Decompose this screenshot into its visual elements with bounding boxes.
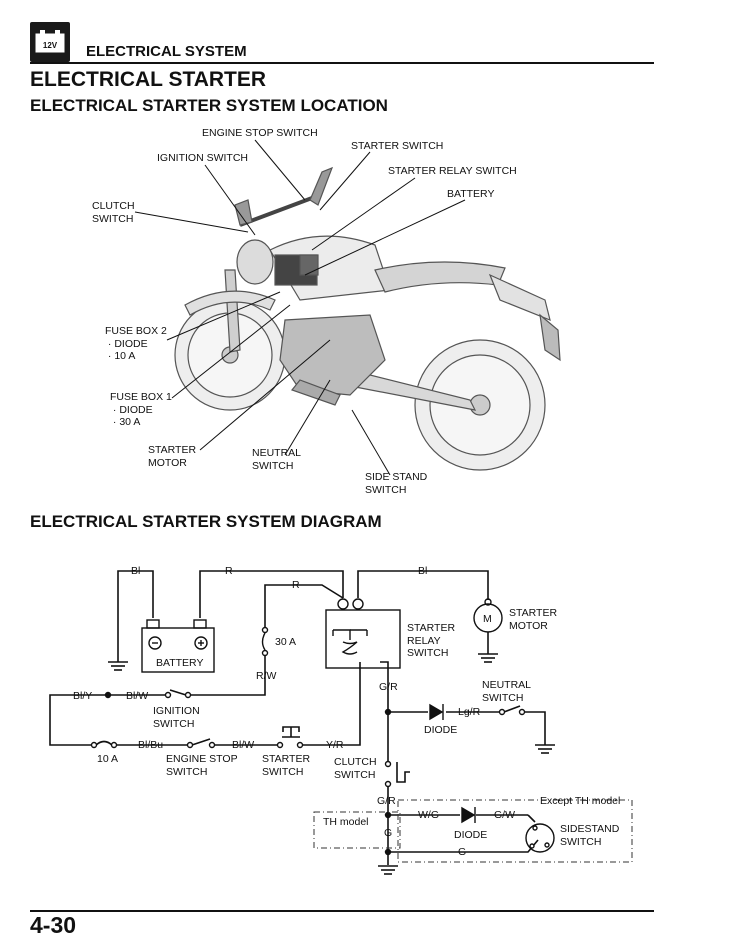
except-th-label: Except TH model	[540, 795, 620, 807]
battery-icon-text: 12V	[43, 41, 58, 50]
neutral-switch-label: NEUTRAL SWITCH	[482, 679, 532, 704]
wire-label-g-r2: G/R	[377, 795, 396, 807]
th-model-label: TH model	[323, 816, 369, 828]
page-number: 4-30	[30, 912, 77, 938]
callout-clutch-switch: CLUTCH SWITCH	[92, 200, 135, 225]
fuse-10a-label: 10 A	[97, 753, 118, 765]
footer-rule	[30, 910, 654, 912]
wire-label-g-r: G/R	[379, 681, 398, 693]
wire-label-bl-bu: Bl/Bu	[138, 739, 163, 751]
wire-label-r-w: R/W	[256, 670, 277, 682]
engine-stop-switch-label: ENGINE STOP SWITCH	[166, 753, 238, 778]
diagram-heading: ELECTRICAL STARTER SYSTEM DIAGRAM	[30, 512, 382, 531]
header-rule	[30, 62, 654, 64]
motor-symbol: M	[483, 613, 492, 625]
callout-battery: BATTERY	[447, 188, 495, 200]
diode-label-2: DIODE	[454, 829, 487, 841]
callout-starter-relay-switch: STARTER RELAY SWITCH	[388, 165, 517, 177]
section-title: ELECTRICAL SYSTEM	[86, 43, 247, 60]
callout-fuse-box-1: FUSE BOX 1 · DIODE · 30 A	[110, 391, 172, 428]
wire-label-r2: R	[292, 579, 300, 591]
location-heading: ELECTRICAL STARTER SYSTEM LOCATION	[30, 96, 388, 115]
diode-label: DIODE	[424, 724, 457, 736]
wire-label-r: R	[225, 565, 233, 577]
wire-label-g2: G	[458, 846, 466, 858]
wire-label-g: G	[384, 827, 392, 839]
wire-label-bl-w2: Bl/W	[232, 739, 254, 751]
wire-label-w-g: W/G	[418, 809, 439, 821]
wire-label-bl2: Bl	[418, 565, 427, 577]
callout-side-stand-switch: SIDE STAND SWITCH	[365, 471, 428, 496]
starter-relay-switch-label: STARTER RELAY SWITCH	[407, 622, 456, 659]
callout-engine-stop-switch: ENGINE STOP SWITCH	[202, 127, 318, 139]
battery-label: BATTERY	[156, 657, 203, 669]
starter-motor-label: STARTER MOTOR	[509, 607, 558, 632]
callout-starter-switch: STARTER SWITCH	[351, 140, 444, 152]
sidestand-switch-label: SIDESTAND SWITCH	[560, 823, 620, 848]
ignition-switch-label: IGNITION SWITCH	[153, 705, 200, 730]
callout-fuse-box-2: FUSE BOX 2 · DIODE · 10 A	[105, 325, 167, 362]
wire-label-g-w: G/W	[494, 809, 515, 821]
callout-neutral-switch: NEUTRAL SWITCH	[252, 447, 302, 472]
callout-ignition-switch: IGNITION SWITCH	[157, 152, 248, 164]
wire-label-bl-y: Bl/Y	[73, 690, 92, 702]
wire-label-y-r: Y/R	[326, 739, 344, 751]
wire-label-bl-w: Bl/W	[126, 690, 148, 702]
callout-starter-motor: STARTER MOTOR	[148, 444, 197, 469]
wire-label-lg-r: Lg/R	[458, 706, 481, 718]
fuse-30a-label: 30 A	[275, 636, 296, 648]
clutch-switch-label: CLUTCH SWITCH	[334, 756, 377, 781]
starter-switch-label: STARTER SWITCH	[262, 753, 311, 778]
page-title: ELECTRICAL STARTER	[30, 68, 267, 91]
battery-icon: 12V	[30, 22, 70, 62]
wire-label-bl: Bl	[131, 565, 140, 577]
